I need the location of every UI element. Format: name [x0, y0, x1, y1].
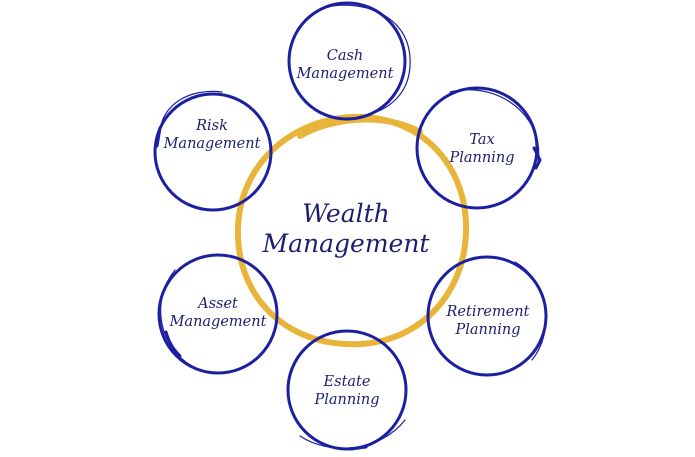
risk-management-tick: [155, 126, 162, 148]
estate-planning-label-line-1: Estate: [323, 374, 371, 390]
tax-planning-ring: [415, 86, 539, 210]
center-label-line-1: Wealth: [302, 199, 390, 228]
retirement-planning-label-line-2: Planning: [455, 322, 521, 338]
estate-planning-sketch: [299, 419, 406, 449]
asset-management-sketch: [160, 269, 197, 369]
node-asset-management: Asset Management: [157, 253, 279, 375]
estate-planning-tick: [348, 445, 368, 451]
node-tax-planning: Tax Planning: [415, 86, 542, 210]
cash-management-label-line-1: Cash: [327, 48, 364, 64]
center-node: Wealth Management: [234, 113, 470, 348]
estate-planning-label-line-2: Planning: [314, 392, 380, 408]
center-label-line-2: Management: [262, 229, 431, 258]
tax-planning-sketch: [449, 89, 540, 163]
risk-management-label-line-1: Risk: [195, 118, 228, 134]
estate-planning-ring: [286, 329, 408, 451]
cash-management-sketch: [321, 4, 411, 118]
asset-management-ring: [157, 253, 279, 375]
retirement-planning-label-line-1: Retirement: [446, 304, 530, 320]
node-risk-management: Risk Management: [153, 90, 273, 212]
asset-management-tick: [164, 330, 182, 358]
node-cash-management: Cash Management: [287, 1, 411, 121]
risk-management-label-line-2: Management: [163, 136, 261, 152]
cash-management-label-line-2: Management: [296, 66, 394, 82]
risk-management-ring: [153, 92, 273, 212]
center-ring: [234, 113, 470, 348]
cash-management-ring: [287, 1, 407, 121]
tax-planning-tick: [532, 146, 542, 170]
center-ring-overlap: [297, 116, 423, 139]
node-retirement-planning: Retirement Planning: [426, 255, 548, 377]
asset-management-label-line-1: Asset: [196, 296, 238, 312]
tax-planning-label-line-1: Tax: [469, 132, 494, 148]
retirement-planning-sketch: [514, 261, 547, 361]
asset-management-label-line-2: Management: [169, 314, 267, 330]
risk-management-sketch: [159, 90, 223, 133]
tax-planning-label-line-2: Planning: [449, 150, 515, 166]
node-estate-planning: Estate Planning: [286, 329, 408, 451]
